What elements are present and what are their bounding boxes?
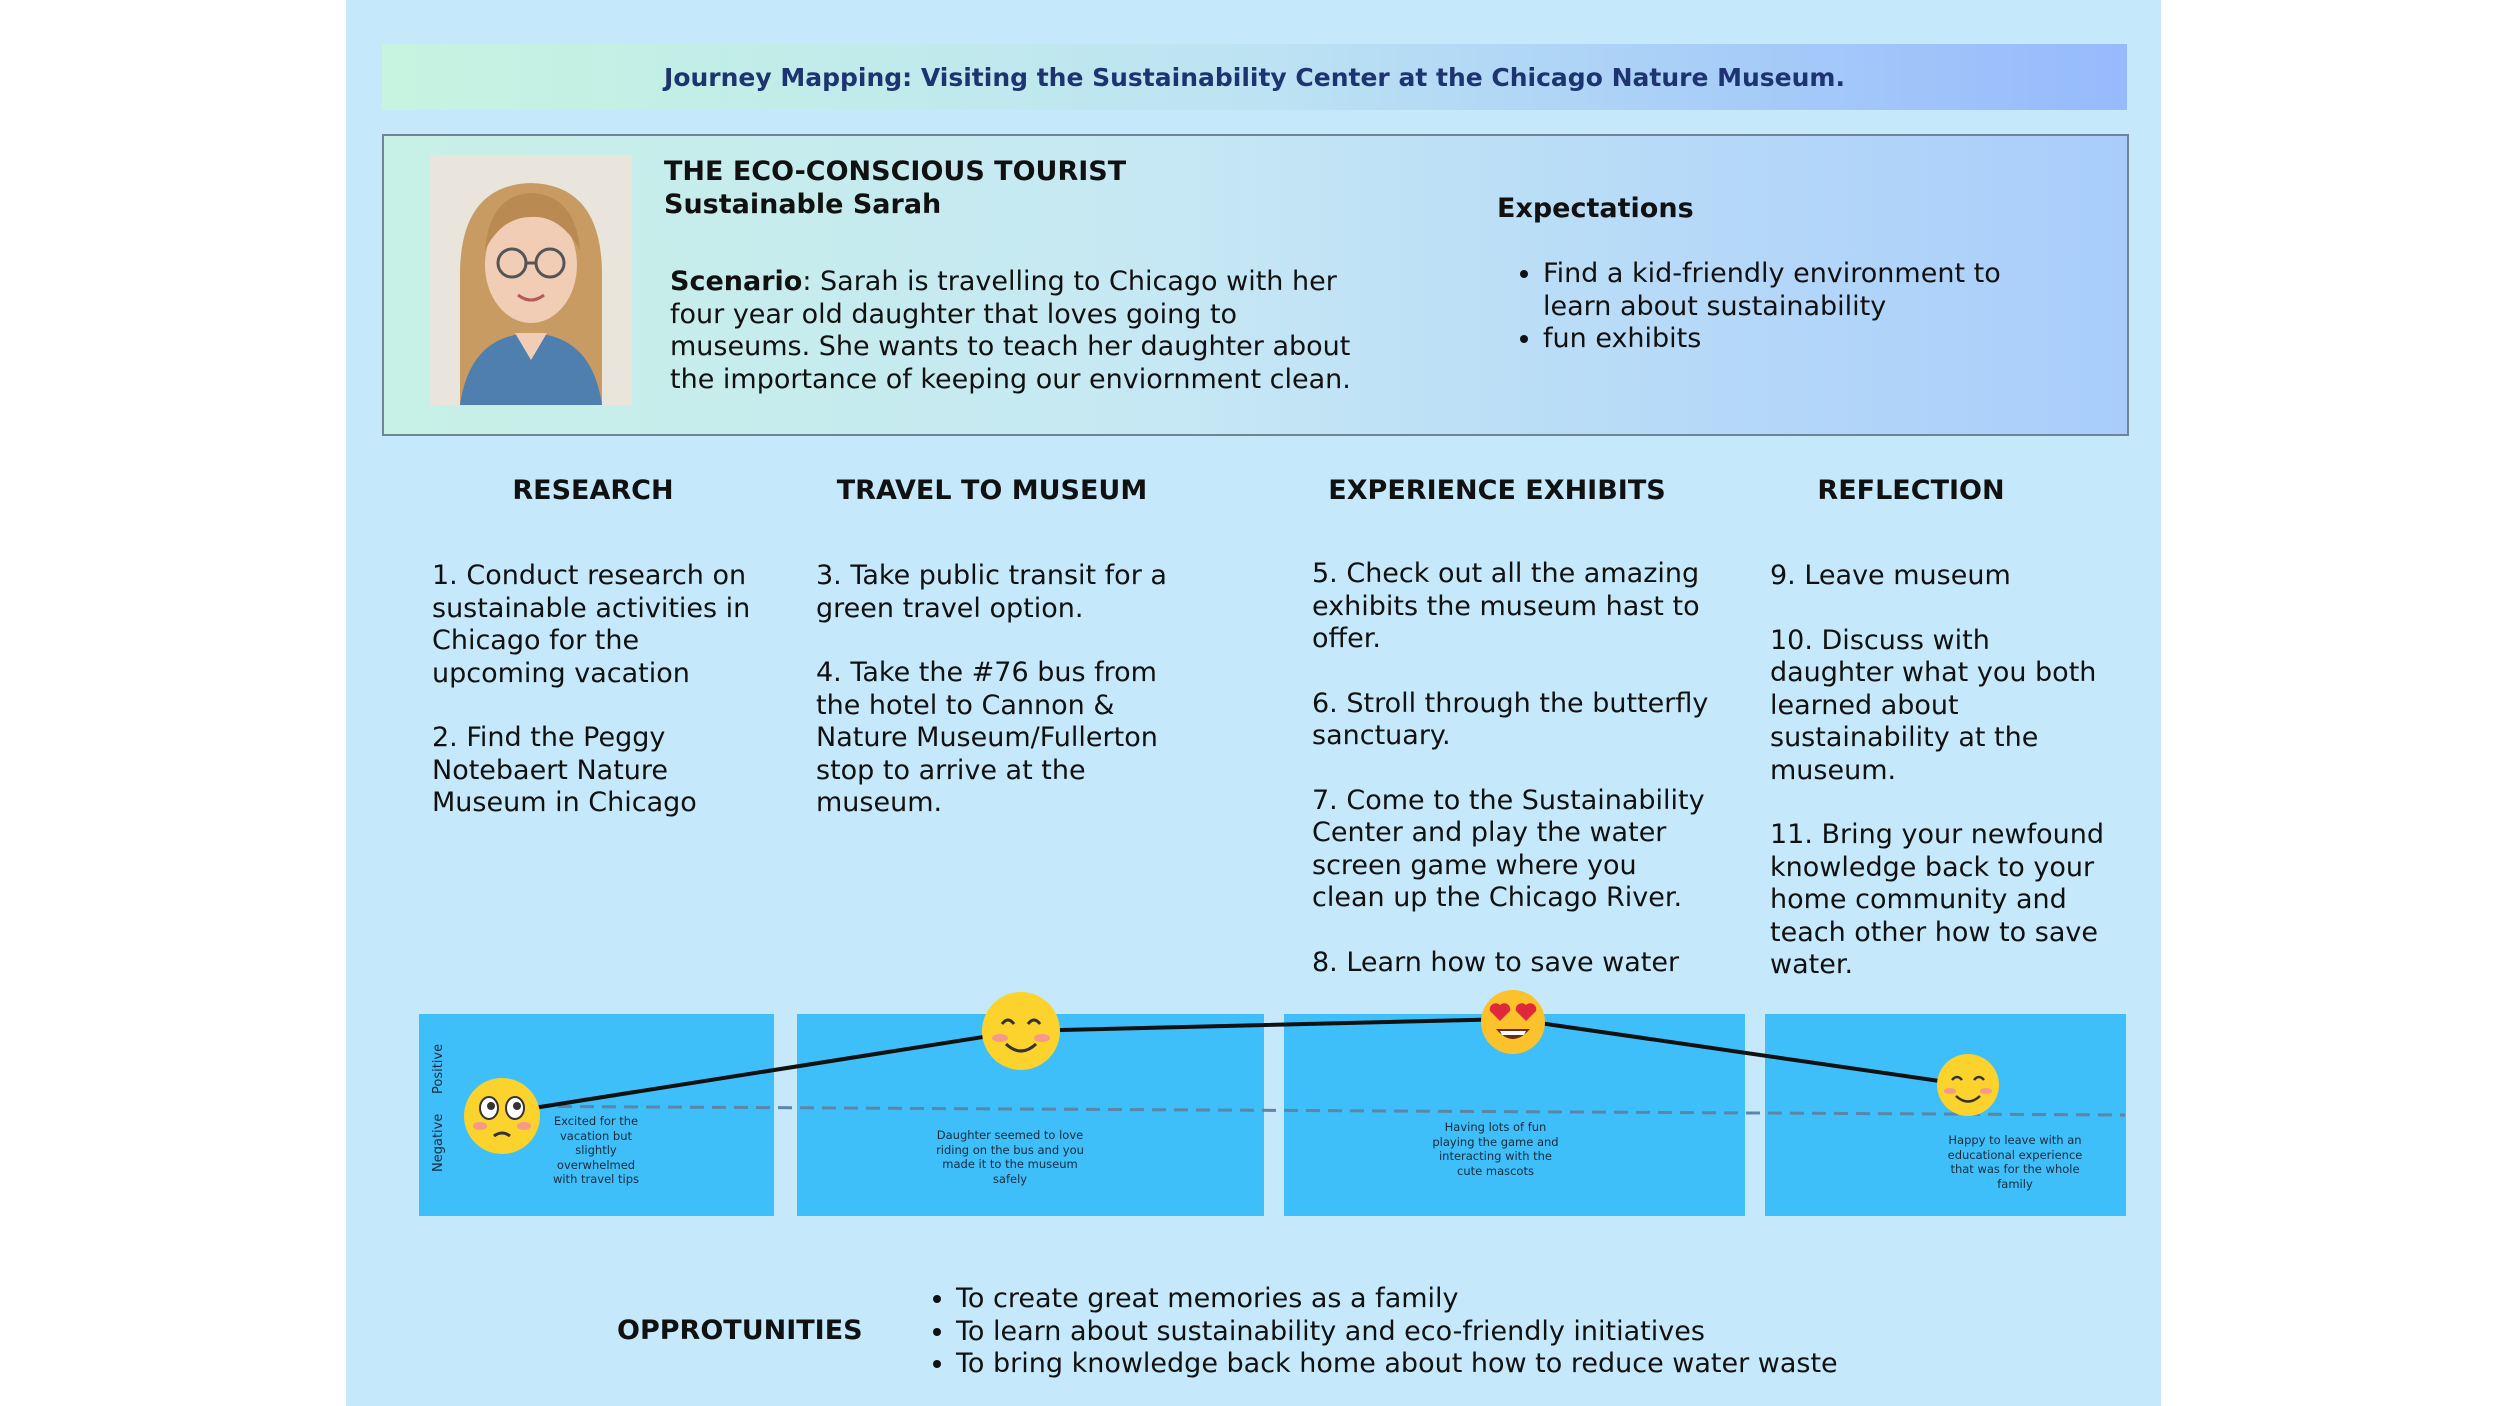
persona-card [382,134,2129,436]
opportunity-item: To learn about sustainability and eco-fr… [956,1316,1910,1349]
step-item: 9. Leave museum [1770,560,2011,591]
page-title: Journey Mapping: Visiting the Sustainabi… [664,62,1845,92]
steps-travel: 3. Take public transit for a green trave… [816,560,1206,852]
opportunities-title: OPPROTUNITIES [617,1315,863,1346]
emotion-line [501,1016,1968,1115]
phase-title-experience: EXPERIENCE EXHIBITS [1328,475,1666,506]
steps-reflection: 9. Leave museum 10. Discuss with daughte… [1770,560,2120,1014]
expectation-item: Find a kid-friendly environment to learn… [1543,258,2077,323]
step-item: 11. Bring your newfound knowledge back t… [1770,819,2104,980]
step-item: 3. Take public transit for a green trave… [816,560,1167,624]
persona-name: Sustainable Sarah [664,189,942,220]
opportunity-item: To bring knowledge back home about how t… [956,1348,1910,1381]
emotion-label-experience: Having lots of fun playing the game and … [1432,1120,1559,1178]
emoji-smile-icon [980,990,1062,1072]
persona-type: THE ECO-CONSCIOUS TOURIST [664,156,1127,187]
emoji-smile-icon [1935,1052,2001,1118]
scenario: Scenario: Sarah is travelling to Chicago… [670,266,1370,396]
expectation-item: fun exhibits [1543,323,2077,356]
step-item: 10. Discuss with daughter what you both … [1770,624,2097,786]
opportunities-list: To create great memories as a family To … [910,1283,1910,1381]
persona-photo [430,155,632,405]
step-item: 6. Stroll through the butterfly sanctuar… [1312,687,1709,752]
steps-research: 1. Conduct research on sustainable activ… [432,560,772,852]
emoji-overwhelmed-icon [462,1076,542,1156]
scenario-text: : Sarah is travelling to Chicago with he… [670,266,1351,395]
step-item: 1. Conduct research on sustainable activ… [432,560,751,689]
step-item: 5. Check out all the amazing exhibits th… [1312,558,1700,654]
expectations-title: Expectations [1497,193,1694,224]
step-item: 4. Take the #76 bus from the hotel to Ca… [816,657,1158,818]
steps-experience: 5. Check out all the amazing exhibits th… [1312,558,1712,1011]
step-item: 8. Learn how to save water [1312,946,1680,978]
phase-title-research: RESEARCH [512,475,674,506]
step-item: 2. Find the Peggy Notebaert Nature Museu… [432,722,697,818]
neutral-baseline [469,1104,2126,1117]
phase-title-travel: TRAVEL TO MUSEUM [836,475,1148,506]
emotion-label-research: Excited for the vacation but slightly ov… [552,1114,640,1186]
emotion-label-reflection: Happy to leave with an educational exper… [1947,1133,2083,1191]
scenario-label: Scenario [670,266,803,297]
emoji-heart-eyes-icon [1478,985,1548,1055]
step-item: 7. Come to the Sustainability Center and… [1312,784,1705,914]
title-banner: Journey Mapping: Visiting the Sustainabi… [382,44,2127,110]
emotion-label-travel: Daughter seemed to love riding on the bu… [936,1128,1084,1186]
phase-title-reflection: REFLECTION [1817,475,2005,506]
expectations-list: Find a kid-friendly environment to learn… [1497,258,2077,356]
opportunity-item: To create great memories as a family [956,1283,1910,1316]
